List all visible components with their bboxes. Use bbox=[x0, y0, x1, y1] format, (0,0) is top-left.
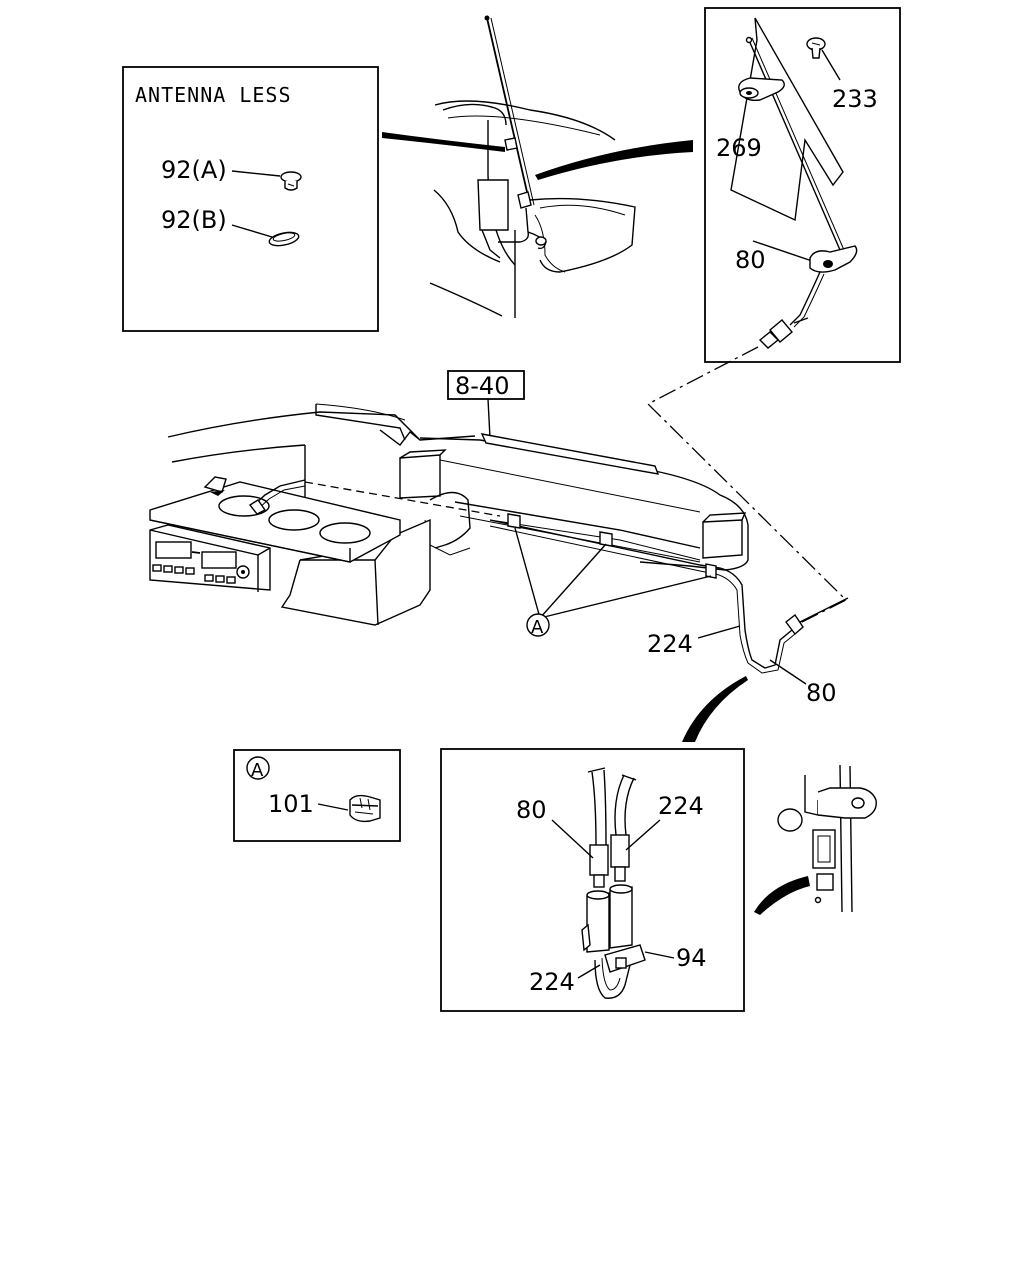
pillar-detail bbox=[754, 764, 877, 915]
label-92b: 92(B) bbox=[161, 206, 227, 234]
washer-269-icon bbox=[738, 77, 785, 102]
label-101: 101 bbox=[268, 790, 314, 818]
antenna-base-icon bbox=[809, 245, 858, 273]
label-80-top-right: 80 bbox=[735, 246, 766, 274]
inset-antenna-less: ANTENNA LESS 92(A) 92(B) bbox=[122, 66, 379, 332]
panel-sheet bbox=[730, 17, 844, 222]
inset-antenna-less-title: ANTENNA LESS bbox=[135, 83, 292, 107]
label-94: 94 bbox=[676, 944, 707, 972]
reference-box: 8-40 bbox=[447, 370, 525, 439]
leader-92a bbox=[231, 170, 281, 177]
dashboard-assembly: A 224 80 bbox=[149, 403, 837, 742]
leader-92b bbox=[231, 224, 273, 238]
label-224-connector-top: 224 bbox=[658, 792, 704, 820]
label-80-main: 80 bbox=[806, 679, 837, 707]
connector-leader-lines bbox=[646, 346, 848, 624]
label-224-main: 224 bbox=[647, 630, 693, 658]
label-269: 269 bbox=[716, 134, 762, 162]
clip-101-icon bbox=[349, 794, 381, 823]
inset-antenna-parts: 233 269 80 bbox=[704, 7, 901, 363]
reference-8-40: 8-40 bbox=[455, 372, 509, 400]
callout-a: A bbox=[531, 617, 544, 638]
pointer-to-connector bbox=[682, 676, 748, 742]
screw-233-icon bbox=[806, 37, 826, 59]
callout-a-circle bbox=[526, 613, 550, 637]
pointer-right-wedge bbox=[535, 140, 693, 180]
antenna-mast-illustration bbox=[382, 15, 693, 318]
label-224-connector-bottom: 224 bbox=[529, 968, 575, 996]
radio-unit bbox=[149, 524, 271, 592]
inset-a-marker: A bbox=[251, 760, 264, 781]
plug-92b-icon bbox=[268, 231, 300, 247]
label-233: 233 bbox=[832, 85, 878, 113]
inset-connector-frame bbox=[440, 748, 745, 1012]
pointer-to-pillar bbox=[754, 876, 810, 915]
label-80-connector: 80 bbox=[516, 796, 547, 824]
pointer-left-wedge bbox=[382, 132, 505, 152]
inset-clip-frame bbox=[233, 749, 401, 842]
inset-connector: 80 224 94 224 bbox=[440, 748, 745, 1012]
inset-clip-a: A 101 bbox=[233, 749, 401, 842]
label-92a: 92(A) bbox=[161, 156, 227, 184]
screw-92a-icon bbox=[280, 171, 302, 191]
inset-antenna-less-frame bbox=[122, 66, 379, 332]
inset-antenna-parts-frame bbox=[704, 7, 901, 363]
